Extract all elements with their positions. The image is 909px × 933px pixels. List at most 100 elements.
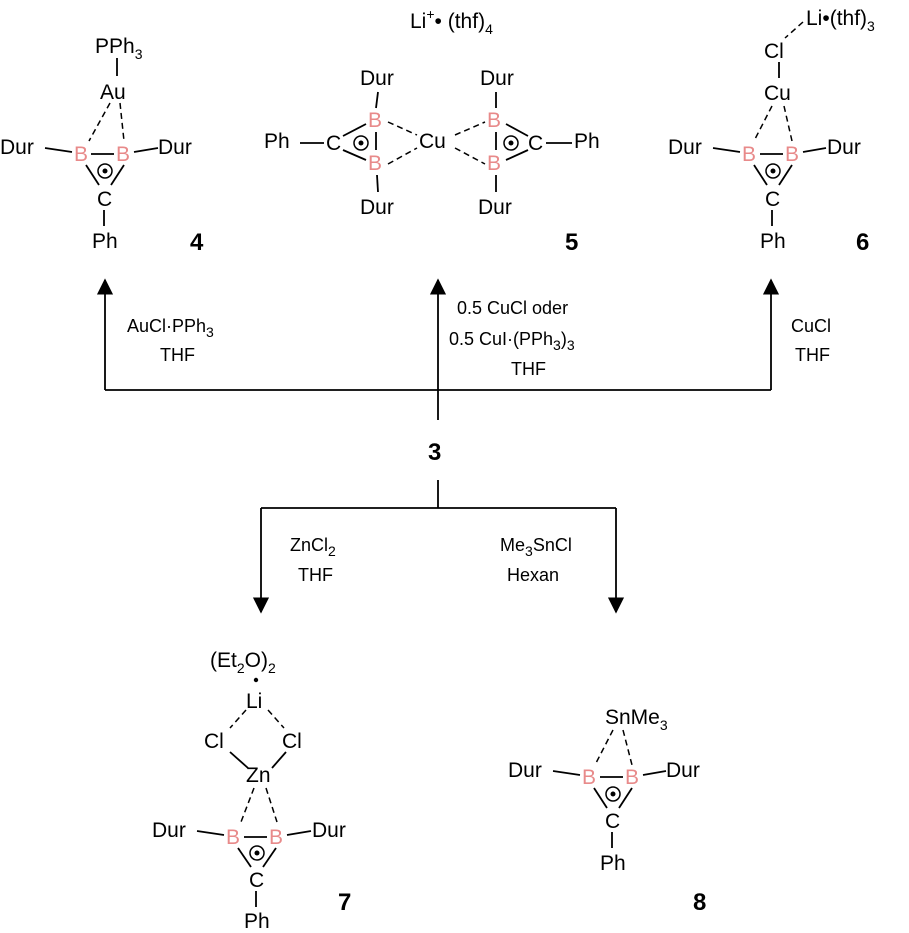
carbon-atom: C bbox=[249, 869, 264, 892]
dur-label-right: Dur bbox=[666, 759, 700, 782]
aromatic-center-dot bbox=[358, 140, 364, 146]
boron-atom: B bbox=[368, 109, 382, 132]
aromatic-center-dot bbox=[508, 140, 514, 146]
compound-number-4: 4 bbox=[190, 229, 204, 256]
dur-label: Dur bbox=[360, 196, 394, 219]
compound-8: SnMe3 Dur B B Dur C Ph 8 bbox=[508, 706, 706, 916]
boron-atom: B bbox=[74, 143, 88, 166]
b-c-bond-left bbox=[593, 787, 608, 809]
cu-atom: Cu bbox=[764, 82, 791, 105]
b-c-bond-right bbox=[618, 787, 633, 809]
ph-label: Ph bbox=[574, 130, 600, 153]
dur-label-left: Dur bbox=[668, 136, 702, 159]
dur-b-bond-left bbox=[712, 147, 741, 153]
aromatic-center-dot bbox=[610, 791, 616, 797]
dur-label: Dur bbox=[478, 196, 512, 219]
compound-number-8: 8 bbox=[693, 889, 706, 916]
carbon-atom: C bbox=[605, 810, 620, 833]
li-cl-dash bbox=[784, 21, 804, 39]
sn-b-dash-right bbox=[622, 729, 633, 766]
aromatic-ring-icon bbox=[97, 163, 113, 179]
boron-atom: B bbox=[368, 152, 382, 175]
solvent-line: THF bbox=[795, 345, 830, 365]
b-cu-dash bbox=[387, 121, 418, 136]
au-b-dash-left bbox=[88, 102, 111, 142]
dur-label-left: Dur bbox=[508, 759, 542, 782]
conditions-to-4: AuCl·PPh3 THF bbox=[127, 316, 214, 365]
li-cl-dash bbox=[267, 709, 285, 729]
boron-atom: B bbox=[625, 766, 639, 789]
boron-atom: B bbox=[582, 766, 596, 789]
b-c-bond-left bbox=[753, 164, 768, 186]
carbon-atom: C bbox=[765, 188, 780, 211]
b-c-bond-right bbox=[110, 164, 125, 186]
dur-b-bond-right bbox=[642, 770, 667, 776]
b-cu-dash bbox=[387, 147, 418, 165]
aromatic-ring-icon bbox=[765, 163, 781, 179]
au-b-dash-right bbox=[119, 102, 125, 142]
top-arrow-system bbox=[96, 278, 780, 420]
au-atom: Au bbox=[100, 81, 126, 104]
aromatic-center-dot bbox=[770, 168, 776, 174]
aromatic-center-dot bbox=[102, 168, 108, 174]
reagent-line: Me3SnCl bbox=[500, 535, 572, 559]
cl-atom: Cl bbox=[282, 730, 302, 753]
solvent-line: THF bbox=[298, 565, 333, 585]
carbon-atom: C bbox=[528, 132, 543, 155]
dur-b-bond bbox=[375, 91, 379, 109]
sn-b-dash-left bbox=[594, 729, 614, 766]
reagent-line-2: 0.5 CuI·(PPh3)3 bbox=[449, 329, 575, 353]
compound-6: Li•(thf)3 Cl Cu Dur B B Dur C Ph 6 bbox=[668, 7, 875, 256]
dur-label-right: Dur bbox=[827, 136, 861, 159]
coordination-dot bbox=[253, 677, 259, 683]
conditions-to-7: ZnCl2 THF bbox=[290, 535, 336, 585]
carbon-atom: C bbox=[326, 132, 341, 155]
ph-label: Ph bbox=[264, 130, 290, 153]
zn-b-dash-right bbox=[265, 787, 278, 823]
compound-5: Li+• (thf)4 Dur B Ph C B Dur Cu Dur B B … bbox=[264, 6, 600, 256]
solvent-line: Hexan bbox=[507, 565, 559, 585]
snme3-label: SnMe3 bbox=[605, 706, 668, 733]
dur-label-left: Dur bbox=[152, 819, 186, 842]
b-c-bond-left bbox=[237, 847, 252, 868]
reagent-line-1: 0.5 CuCl oder bbox=[457, 298, 568, 318]
compound-number-7: 7 bbox=[338, 889, 351, 916]
aromatic-ring-icon bbox=[249, 845, 265, 861]
boron-atom: B bbox=[487, 109, 501, 132]
dur-b-bond-right bbox=[286, 830, 312, 836]
aromatic-ring-icon bbox=[353, 135, 369, 151]
c-b-bond-bottom bbox=[342, 149, 367, 161]
dur-b-bond-left bbox=[44, 147, 73, 153]
boron-atom: B bbox=[487, 152, 501, 175]
aromatic-ring-icon bbox=[503, 135, 519, 151]
compound-number-3: 3 bbox=[428, 439, 441, 466]
aromatic-ring-icon bbox=[605, 786, 621, 802]
conditions-to-5: 0.5 CuCl oder 0.5 CuI·(PPh3)3 THF bbox=[449, 298, 575, 379]
boron-atom: B bbox=[269, 826, 283, 849]
aromatic-center-dot bbox=[254, 850, 260, 856]
dur-b-bond-right bbox=[133, 147, 159, 153]
li-thf4-label: Li+• (thf)4 bbox=[410, 6, 493, 37]
li-thf3-label: Li•(thf)3 bbox=[806, 7, 875, 34]
zn-atom: Zn bbox=[246, 764, 271, 787]
conditions-to-6: CuCl THF bbox=[791, 316, 831, 365]
cu-b-dash-right bbox=[783, 105, 793, 142]
ph-label: Ph bbox=[760, 230, 786, 253]
b-c-bond-right bbox=[778, 164, 793, 186]
cu-atom: Cu bbox=[419, 130, 446, 153]
reagent-line: AuCl·PPh3 bbox=[127, 316, 214, 340]
ph-label: Ph bbox=[92, 230, 118, 253]
b-c-bond-right bbox=[262, 847, 277, 868]
b-c-bond-bottom bbox=[505, 149, 529, 161]
bottom-arrow-system bbox=[252, 480, 625, 614]
b-c-bond-top bbox=[505, 123, 529, 137]
boron-atom: B bbox=[226, 826, 240, 849]
solvent-line: THF bbox=[160, 345, 195, 365]
compound-number-6: 6 bbox=[856, 229, 869, 256]
dur-label: Dur bbox=[360, 67, 394, 90]
b-dur-bond bbox=[376, 174, 379, 193]
compound-4: PPh3 Au Dur B B Dur C Ph 4 bbox=[0, 35, 204, 256]
dur-b-bond-left bbox=[552, 770, 581, 776]
reagent-line: ZnCl2 bbox=[290, 535, 336, 559]
